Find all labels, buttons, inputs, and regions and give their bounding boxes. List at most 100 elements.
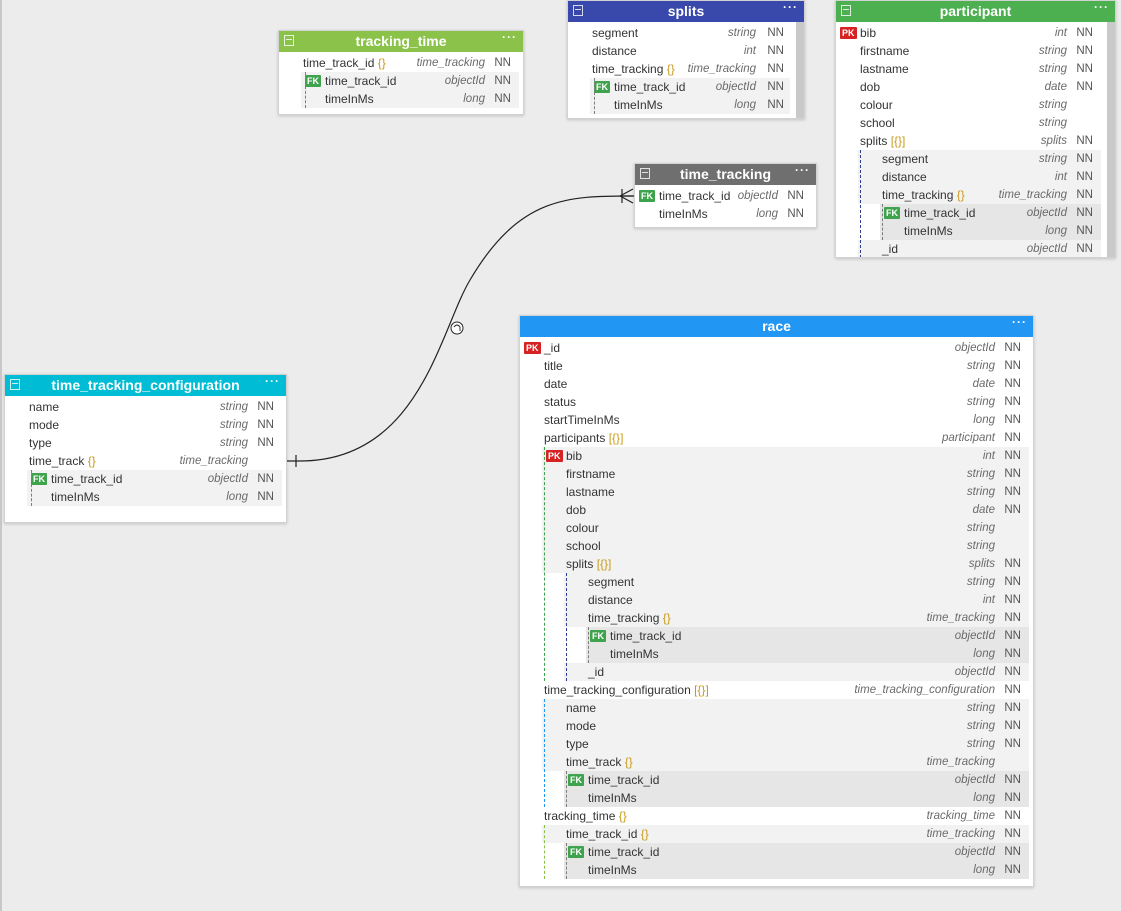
- entity-header[interactable]: time_tracking_configuration···: [5, 375, 286, 396]
- field-type: string: [966, 396, 995, 408]
- not-null-flag: NN: [1076, 45, 1093, 57]
- field-name-text: time_track_id: [588, 773, 660, 787]
- not-null-flag: NN: [1076, 243, 1093, 255]
- entity-header[interactable]: splits···: [568, 1, 804, 22]
- field-name-text: time_track_id: [610, 629, 682, 643]
- field-name-text: time_track_id: [325, 74, 397, 88]
- menu-dots-icon[interactable]: ···: [783, 0, 798, 14]
- field-name: type: [29, 434, 52, 452]
- relationship-line[interactable]: [285, 195, 635, 462]
- not-null-flag: NN: [1004, 684, 1021, 696]
- primary-key-badge: PK: [840, 27, 857, 39]
- field-row[interactable]: time_track {}time_tracking: [5, 452, 282, 470]
- scrollbar[interactable]: [1107, 22, 1115, 257]
- menu-dots-icon[interactable]: ···: [795, 163, 810, 177]
- menu-dots-icon[interactable]: ···: [265, 374, 280, 388]
- scrollbar[interactable]: [796, 22, 804, 118]
- field-type: objectId: [715, 81, 756, 93]
- field-row[interactable]: time_track {}time_tracking: [542, 753, 1029, 771]
- entity-header[interactable]: race···: [520, 316, 1033, 337]
- field-name: _id: [588, 663, 604, 681]
- field-name: name: [566, 699, 596, 717]
- not-null-flag: NN: [767, 27, 784, 39]
- field-row[interactable]: time_tracking_configuration [{}]time_tra…: [520, 681, 1029, 699]
- relationship-midpoint-handle[interactable]: [450, 321, 464, 335]
- entity-header[interactable]: participant···: [836, 1, 1115, 22]
- not-null-flag: NN: [767, 81, 784, 93]
- entity-header[interactable]: tracking_time···: [279, 31, 523, 52]
- menu-dots-icon[interactable]: ···: [502, 30, 517, 44]
- entity-header[interactable]: time_tracking···: [635, 164, 816, 185]
- nesting-guide-line: [544, 447, 545, 681]
- menu-dots-icon[interactable]: ···: [1094, 0, 1109, 14]
- menu-dots-icon[interactable]: ···: [1012, 315, 1027, 329]
- field-type: string: [219, 419, 248, 431]
- foreign-key-badge: FK: [31, 473, 47, 485]
- entity-tracking-time[interactable]: tracking_time··· time_track_id {}time_tra…: [278, 30, 524, 115]
- not-null-flag: NN: [1004, 468, 1021, 480]
- field-name: school: [566, 537, 601, 555]
